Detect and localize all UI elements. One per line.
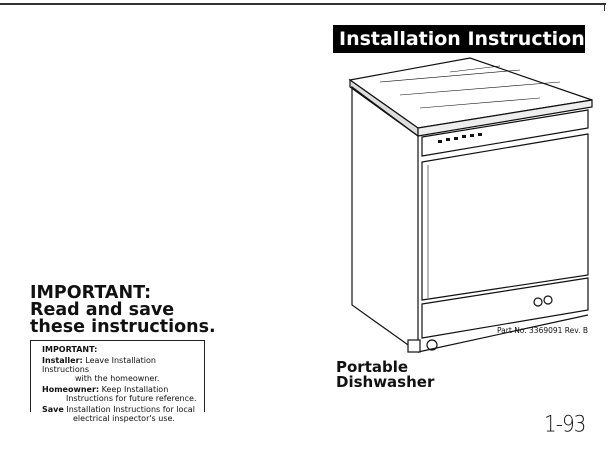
notice-box: IMPORTANT: Installer: Leave Installation… <box>30 340 205 423</box>
notice-lead: Homeowner: <box>42 385 100 394</box>
notice-text: Installation Instructions for local <box>63 405 195 414</box>
product-line: Dishwasher <box>336 373 435 391</box>
notice-item: Save Installation Instructions for local… <box>42 405 204 423</box>
part-number: Part No. 3369091 Rev. B <box>497 326 589 335</box>
caster <box>543 295 553 305</box>
notice-text: Keep Installation <box>99 385 169 394</box>
heading-line: these instructions. <box>30 317 216 337</box>
countertop <box>348 57 593 129</box>
heading-line: Read and save <box>30 300 175 320</box>
heading-line: IMPORTANT: <box>30 283 152 303</box>
notice-text: with the homeowner. <box>75 374 160 383</box>
notice-text: Leave Installation Instructions <box>42 356 156 374</box>
caster <box>426 339 438 351</box>
countertop-front-edge <box>417 99 593 137</box>
edge-mark <box>604 3 605 11</box>
notice-item: Installer: Leave Installation Instructio… <box>42 356 204 383</box>
product-line: Portable <box>336 358 409 376</box>
notice-text: electrical inspector's use. <box>73 414 175 423</box>
notice-lead: Installer: <box>42 356 83 365</box>
caster <box>407 339 421 353</box>
important-heading: IMPORTANT: Read and save these instructi… <box>30 283 216 337</box>
title-banner: Installation Instructions <box>333 25 596 53</box>
control-panel <box>421 109 589 157</box>
caster <box>533 297 543 307</box>
handwritten-note: 1-93 <box>544 410 586 438</box>
kick-panel <box>421 277 589 339</box>
notice-lead: Save <box>42 405 64 414</box>
notice-label: IMPORTANT: <box>42 345 98 354</box>
product-name: Portable Dishwasher <box>336 360 434 390</box>
top-rule <box>0 3 606 5</box>
door <box>421 133 589 301</box>
notice-text: Instructions for future reference. <box>66 394 197 403</box>
